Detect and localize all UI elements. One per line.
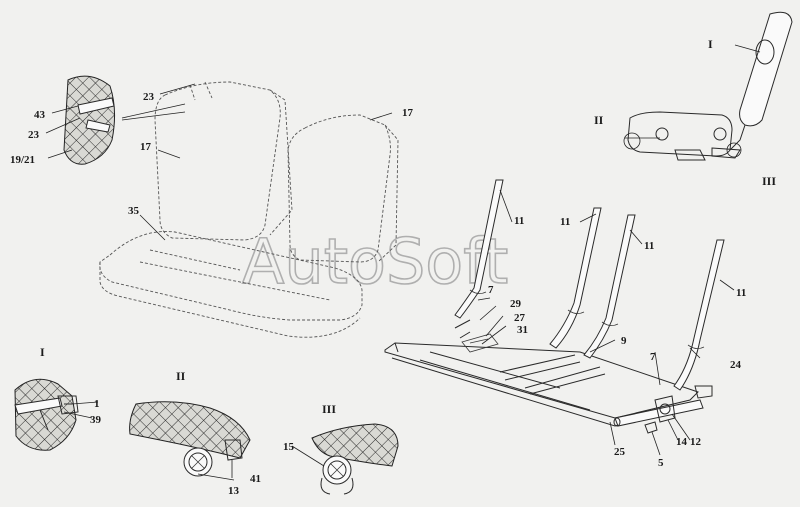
seat-backrest-right xyxy=(287,114,399,263)
label-9: 9 xyxy=(621,335,627,347)
label-27: 27 xyxy=(514,312,526,324)
label-11-b: 11 xyxy=(560,216,570,228)
backrest-tubes xyxy=(454,179,725,391)
watermark-text: AutoSoft xyxy=(242,225,508,298)
label-7-right: 7 xyxy=(650,351,656,363)
detail-II xyxy=(129,401,251,477)
label-11-a: 11 xyxy=(514,215,524,227)
label-1: 1 xyxy=(94,398,100,410)
label-19-21: 19/21 xyxy=(10,154,35,166)
label-view-I-top: I xyxy=(708,37,713,51)
label-29: 29 xyxy=(510,298,522,310)
label-12: 12 xyxy=(690,436,702,448)
label-view-II-top: II xyxy=(594,113,604,127)
label-39: 39 xyxy=(90,414,102,426)
label-13: 13 xyxy=(228,485,240,497)
label-24: 24 xyxy=(730,359,742,371)
label-view-III: III xyxy=(322,402,336,416)
leader-lines xyxy=(45,44,761,481)
label-11-d: 11 xyxy=(736,287,746,299)
label-43: 43 xyxy=(34,109,46,121)
label-17-right: 17 xyxy=(402,107,414,119)
detail-I xyxy=(14,378,79,451)
label-14: 14 xyxy=(676,436,688,448)
detail-III xyxy=(311,423,399,495)
seat-cushion-base xyxy=(99,231,363,338)
label-17-left: 17 xyxy=(140,141,152,153)
label-41: 41 xyxy=(250,473,261,485)
label-23-top: 23 xyxy=(143,91,155,103)
label-31: 31 xyxy=(517,324,528,336)
callout-labels: 23 43 23 19/21 17 17 35 I II III 11 11 1… xyxy=(10,37,776,497)
label-23-left: 23 xyxy=(28,129,40,141)
label-11-c: 11 xyxy=(644,240,654,252)
label-5: 5 xyxy=(658,457,664,469)
seat-frame xyxy=(384,319,713,434)
label-25: 25 xyxy=(614,446,626,458)
detail-strap-inset xyxy=(63,75,116,165)
label-view-II: II xyxy=(176,369,186,383)
seat-backrest-left xyxy=(154,81,293,241)
label-7-top: 7 xyxy=(488,284,494,296)
label-15: 15 xyxy=(283,441,295,453)
label-35: 35 xyxy=(128,205,140,217)
headrest-assembly xyxy=(623,11,793,161)
label-view-I: I xyxy=(40,345,45,359)
label-view-III-top: III xyxy=(762,174,776,188)
